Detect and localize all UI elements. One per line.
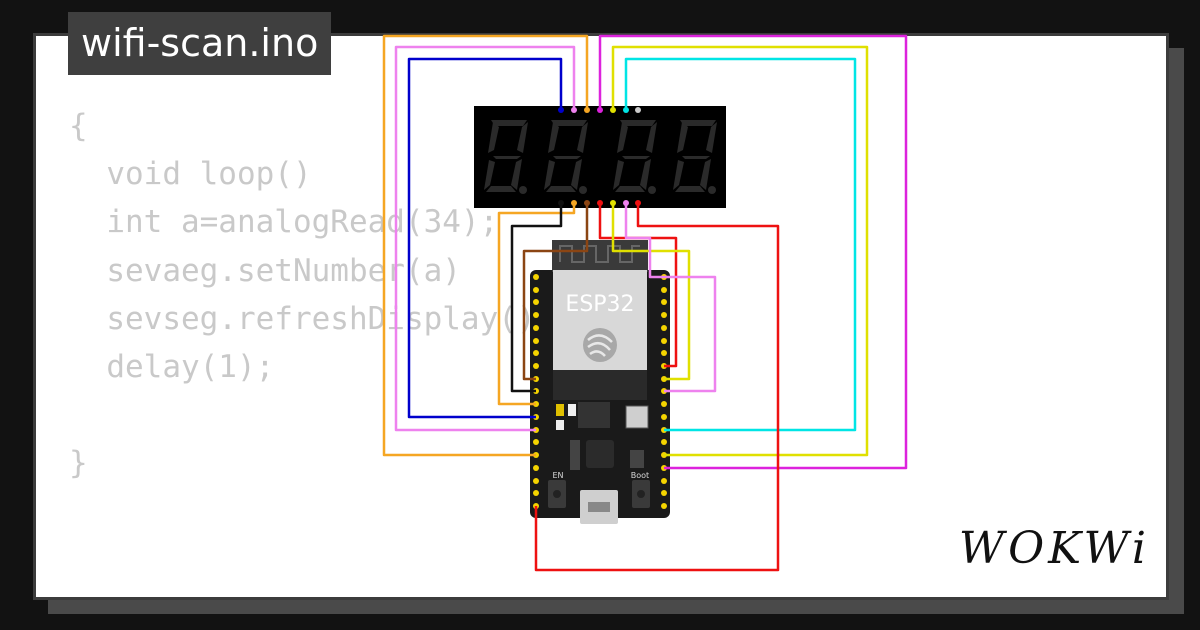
usb-port-icon <box>580 490 618 524</box>
espressif-logo-icon <box>583 328 617 362</box>
code-line: } <box>69 445 88 482</box>
esp32-board[interactable] <box>530 240 670 524</box>
code-snippet: { void loop() int a=analogRead(34); seva… <box>69 102 554 488</box>
wire-yellow-top[interactable] <box>611 45 869 457</box>
wire-red-mid[interactable] <box>598 203 678 368</box>
wokwi-logo: WOKWi <box>958 523 1150 574</box>
boot-button[interactable] <box>632 480 650 508</box>
wire-brown[interactable] <box>522 203 589 381</box>
code-line: sevseg.refreshDisplay(); <box>69 300 555 337</box>
chip-label: ESP32 <box>565 292 634 317</box>
wire-black[interactable] <box>510 203 563 393</box>
wire-orange-bottom[interactable] <box>497 203 576 406</box>
wire-violet-bottom[interactable] <box>624 203 717 393</box>
wire-red-long[interactable] <box>534 203 780 572</box>
wire-orange-top[interactable] <box>382 34 589 457</box>
en-label: EN <box>552 471 563 480</box>
code-line: delay(1); <box>69 348 275 385</box>
display-pins <box>558 107 641 206</box>
wire-blue[interactable] <box>407 57 563 419</box>
code-line: void loop() <box>69 156 312 193</box>
wire-cyan[interactable] <box>624 57 857 432</box>
wire-yellow-bottom[interactable] <box>611 203 691 381</box>
code-line: sevaeg.setNumber(a) <box>69 252 461 289</box>
wires <box>382 34 908 572</box>
code-line: { <box>69 108 88 144</box>
wire-magenta-top[interactable] <box>598 34 908 470</box>
boot-label: Boot <box>631 471 649 480</box>
project-filename[interactable]: wifi-scan.ino <box>68 12 332 75</box>
en-button[interactable] <box>548 480 566 508</box>
code-line: int a=analogRead(34); <box>69 204 499 241</box>
seven-segment-display-icon[interactable] <box>474 106 726 208</box>
wire-violet-top[interactable] <box>394 45 576 432</box>
